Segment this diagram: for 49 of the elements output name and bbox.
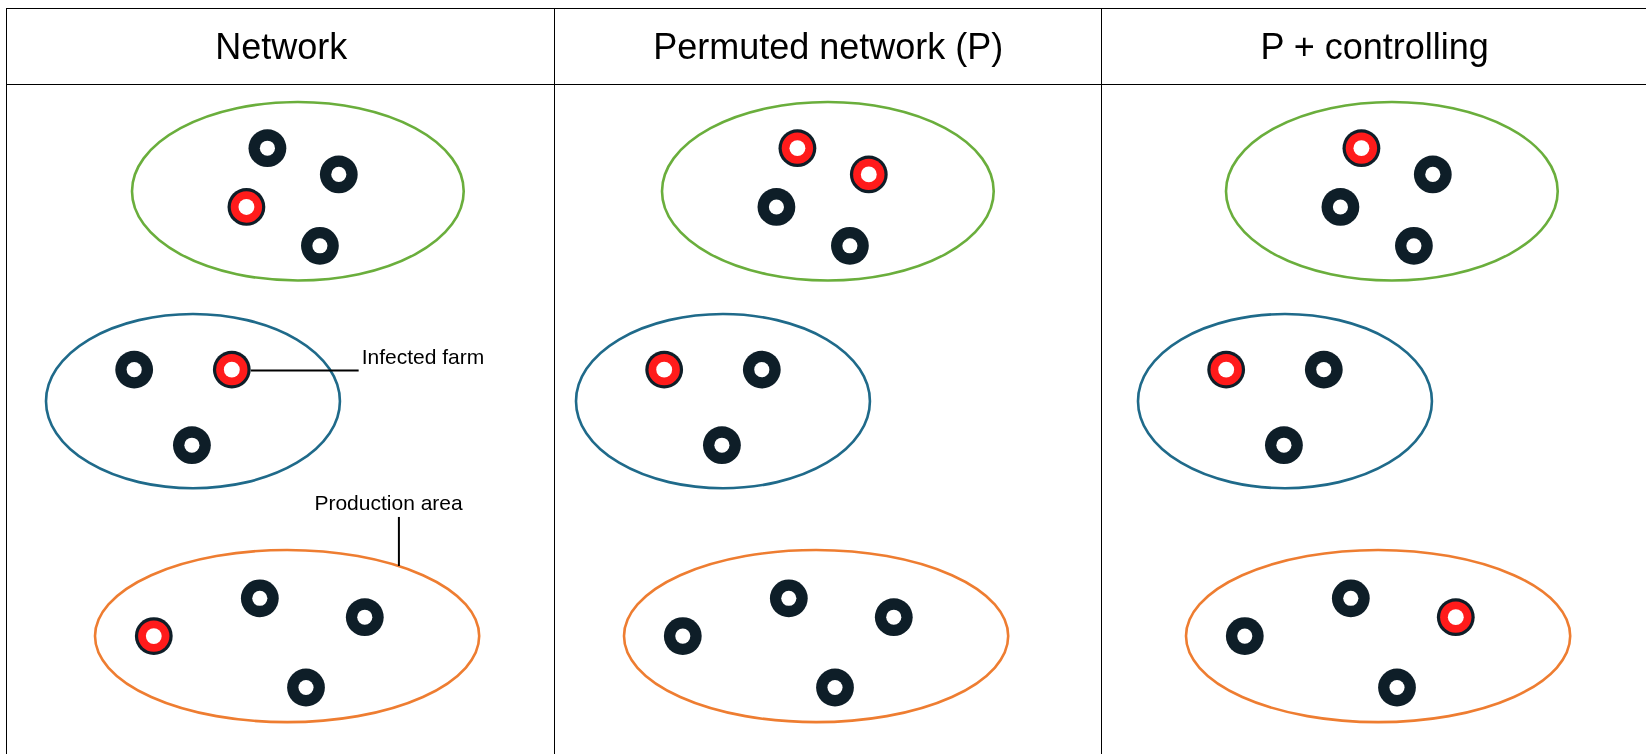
production-area-outline [1136, 312, 1435, 491]
production-area-outline [129, 100, 466, 283]
farm-marker [300, 227, 339, 266]
farm-marker [874, 597, 913, 636]
infected-farm-marker [134, 616, 173, 655]
leader-line [397, 515, 400, 567]
production-area-outline [43, 312, 342, 491]
farm-marker [702, 426, 741, 465]
farm-marker [1321, 188, 1359, 227]
infected-farm-marker [645, 351, 683, 389]
production-area-outline [1223, 100, 1560, 283]
farm-marker [248, 129, 287, 168]
farm-marker [345, 597, 384, 636]
production-area-outline [1183, 547, 1572, 724]
column-header: P + controlling [1102, 9, 1646, 85]
production-area-outline [622, 547, 1011, 724]
table-column [554, 8, 1103, 754]
farm-marker [1413, 155, 1452, 194]
farm-marker [830, 227, 869, 266]
farm-marker [1377, 668, 1416, 706]
farm-marker [114, 351, 153, 389]
farm-marker [1305, 351, 1344, 389]
leader-line [249, 369, 360, 372]
farm-marker [816, 668, 854, 706]
infected-farm-marker [1207, 351, 1246, 389]
production-area-outline [659, 100, 996, 283]
infected-farm-marker [849, 155, 888, 194]
infected-farm-marker [1436, 597, 1475, 636]
production-area-outline [573, 312, 872, 491]
farm-marker [1265, 426, 1304, 465]
callout-label: Infected farm [361, 344, 485, 371]
farm-marker [240, 578, 279, 617]
farm-marker [1394, 227, 1433, 266]
infected-farm-marker [227, 188, 266, 227]
farm-marker [1225, 616, 1264, 655]
callout-label: Production area [314, 490, 463, 516]
table-column [6, 8, 557, 754]
infected-farm-marker [778, 129, 817, 168]
farm-marker [757, 188, 796, 227]
production-area-outline [93, 547, 482, 724]
farm-marker [1331, 578, 1370, 617]
farm-marker [319, 155, 358, 194]
farm-marker [770, 578, 808, 617]
infected-farm-marker [212, 351, 251, 389]
farm-marker [742, 351, 781, 389]
infected-farm-marker [1342, 129, 1380, 168]
farm-marker [663, 616, 702, 655]
farm-marker [287, 668, 325, 706]
farm-marker [172, 426, 211, 465]
